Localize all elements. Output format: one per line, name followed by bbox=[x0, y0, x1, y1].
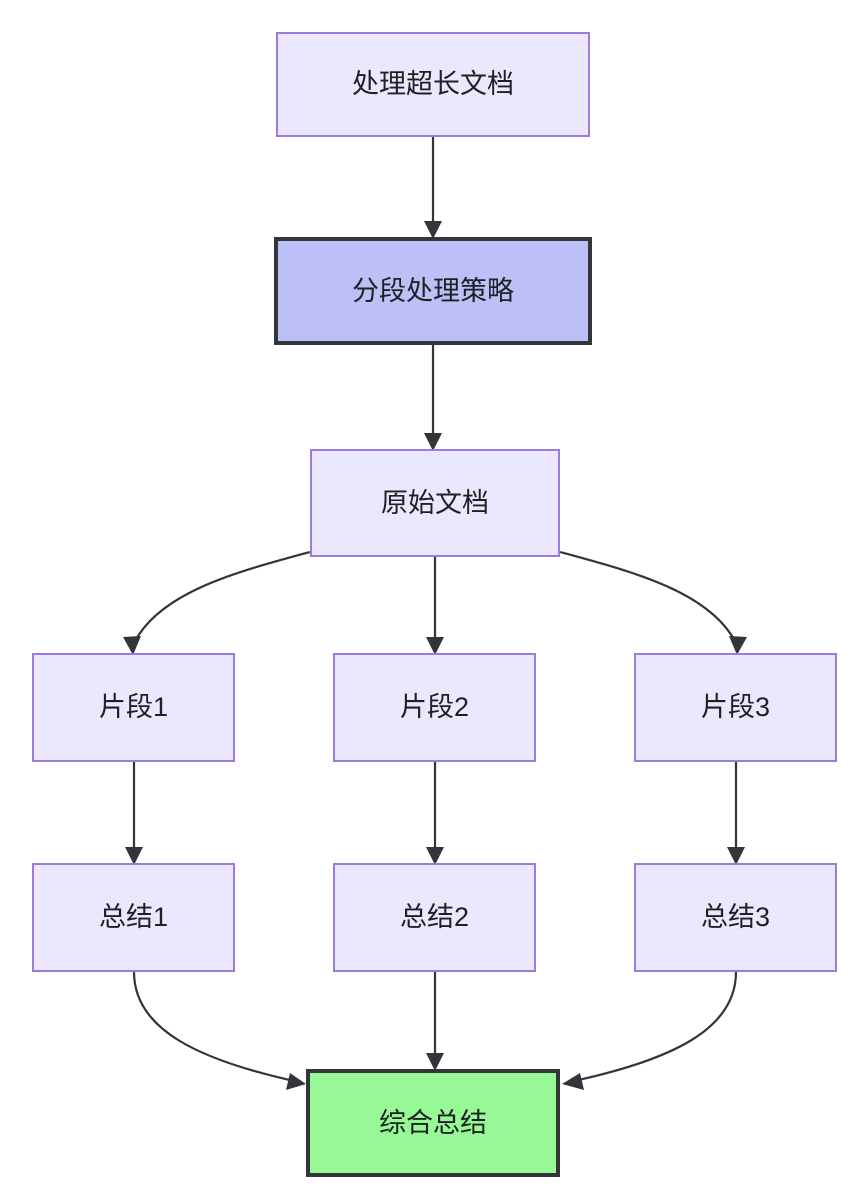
node-label: 分段处理策略 bbox=[352, 275, 514, 306]
edge-fragment-2-to-summary-2 bbox=[426, 762, 444, 865]
node-chunking-strategy[interactable]: 分段处理策略 bbox=[274, 237, 592, 345]
edge-source-doc-to-fragment-3 bbox=[559, 550, 747, 655]
edge-fragment-3-to-summary-3 bbox=[727, 762, 745, 865]
node-summary-2[interactable]: 总结2 bbox=[333, 863, 536, 972]
node-label: 处理超长文档 bbox=[352, 69, 514, 100]
node-label: 总结3 bbox=[700, 902, 771, 933]
edge-summary-2-to-final-summary bbox=[426, 972, 444, 1071]
node-label: 片段3 bbox=[700, 692, 771, 723]
node-label: 总结1 bbox=[98, 902, 169, 933]
edge-source-doc-to-fragment-2 bbox=[426, 557, 444, 655]
edge-strategy-to-source-doc bbox=[424, 345, 442, 451]
edge-source-doc-to-fragment-1 bbox=[123, 550, 311, 655]
node-label: 原始文档 bbox=[381, 487, 489, 518]
edge-fragment-1-to-summary-1 bbox=[125, 762, 143, 865]
node-fragment-3[interactable]: 片段3 bbox=[634, 653, 837, 762]
node-summary-1[interactable]: 总结1 bbox=[32, 863, 235, 972]
node-source-document[interactable]: 原始文档 bbox=[310, 449, 560, 557]
node-process-long-document[interactable]: 处理超长文档 bbox=[276, 32, 590, 137]
node-label: 综合总结 bbox=[379, 1107, 487, 1138]
node-label: 总结2 bbox=[399, 902, 470, 933]
node-fragment-2[interactable]: 片段2 bbox=[333, 653, 536, 762]
node-label: 片段2 bbox=[399, 692, 470, 723]
node-fragment-1[interactable]: 片段1 bbox=[32, 653, 235, 762]
node-final-combined-summary[interactable]: 综合总结 bbox=[306, 1069, 560, 1177]
edge-summary-3-to-final-summary bbox=[562, 971, 738, 1090]
node-summary-3[interactable]: 总结3 bbox=[634, 863, 837, 972]
edge-long-doc-to-strategy bbox=[424, 137, 442, 239]
node-label: 片段1 bbox=[98, 692, 169, 723]
edge-summary-1-to-final-summary bbox=[132, 971, 306, 1090]
